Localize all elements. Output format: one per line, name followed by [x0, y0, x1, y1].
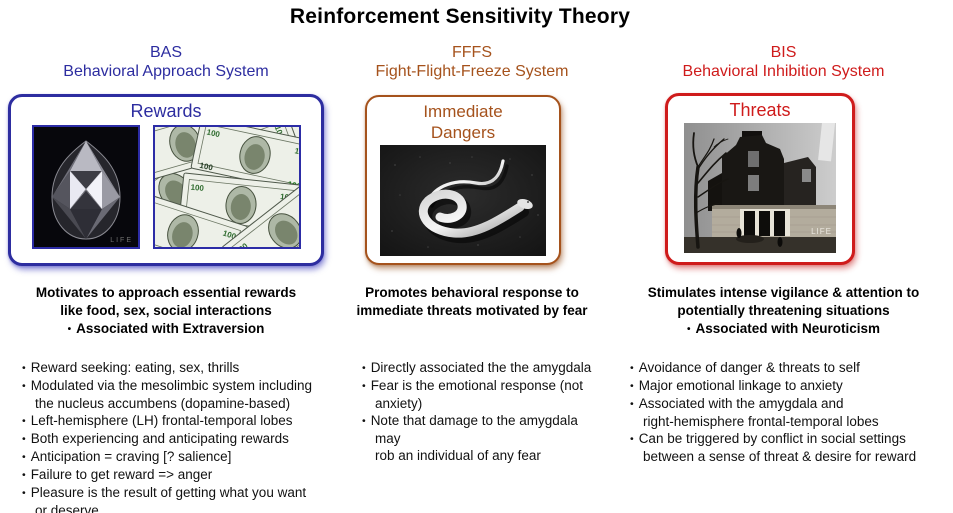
bullet-item: • Avoidance of danger & threats to self	[630, 359, 951, 377]
page-title: Reinforcement Sensitivity Theory	[289, 5, 631, 28]
bas-association: • Associated with Extraversion	[0, 321, 332, 336]
bas-bullet-list: • Reward seeking: eating, sex, thrills • Mo…	[0, 359, 332, 513]
bullet-dot: •	[630, 398, 634, 410]
bas-rewards-box: Rewards	[8, 94, 324, 266]
bullet-dot: •	[362, 415, 366, 427]
bas-acronym: BAS	[149, 44, 182, 61]
bis-summary-line1: Stimulates intense vigilance & attention…	[647, 285, 920, 300]
bis-association-text: Associated with Neuroticism	[695, 321, 881, 336]
bullet-dot: •	[686, 324, 691, 335]
bullet-dot: •	[630, 433, 634, 445]
bullet-item: • Failure to get reward => anger	[22, 466, 330, 484]
fffs-summary-line1: Promotes behavioral response to	[365, 285, 579, 300]
bas-system-name: Behavioral Approach System	[63, 63, 269, 80]
bullet-dot: •	[630, 362, 634, 374]
bullet-text: Associated with the amygdala and right-h…	[638, 396, 879, 429]
bis-association: • Associated with Neuroticism	[614, 321, 953, 336]
fffs-column: FFFS Fight-Flight-Freeze System Immediat…	[340, 0, 604, 513]
snake-image	[380, 145, 546, 256]
bas-header: BAS Behavioral Approach System	[0, 43, 332, 81]
bullet-text: Avoidance of danger & threats to self	[638, 360, 860, 375]
bas-summary-line1: Motivates to approach essential rewards	[35, 285, 297, 300]
bis-box-label: Threats	[729, 100, 791, 120]
bullet-item: • Anticipation = craving [? salience]	[22, 448, 330, 466]
fffs-acronym: FFFS	[452, 44, 492, 61]
bullet-item: • Note that damage to the amygdala may ro…	[362, 412, 604, 464]
fffs-bullet-list: • Directly associated the the amygdala • Fe…	[340, 359, 604, 464]
bas-images: LIFE 100 100 100	[11, 125, 321, 249]
bullet-item: • Fear is the emotional response (not anx…	[362, 377, 604, 412]
bullet-dot: •	[22, 451, 26, 463]
bullet-text: Both experiencing and anticipating rewar…	[30, 431, 289, 446]
bullet-dot: •	[22, 469, 26, 481]
fffs-system-name: Fight-Flight-Freeze System	[375, 63, 569, 80]
bullet-item: • Reward seeking: eating, sex, thrills	[22, 359, 330, 377]
bullet-item: • Modulated via the mesolimbic system inc…	[22, 377, 330, 412]
fffs-box-label: Immediate Dangers	[423, 102, 503, 142]
fffs-header: FFFS Fight-Flight-Freeze System	[340, 43, 604, 81]
bis-summary: Stimulates intense vigilance & attention…	[614, 284, 953, 320]
fffs-summary: Promotes behavioral response to immediat…	[340, 284, 604, 320]
bullet-dot: •	[22, 380, 26, 392]
bullet-dot: •	[67, 324, 72, 335]
house-image: LIFE	[684, 123, 836, 253]
bullet-text: Directly associated the the amygdala	[370, 360, 592, 375]
fffs-summary-line2: immediate threats motivated by fear	[356, 303, 588, 318]
bis-header: BIS Behavioral Inhibition System	[614, 43, 953, 81]
bullet-text: Can be triggered by conflict in social s…	[638, 431, 917, 464]
bullet-dot: •	[22, 415, 26, 427]
bullet-text: Major emotional linkage to anxiety	[638, 378, 843, 393]
bullet-item: • Both experiencing and anticipating rewa…	[22, 430, 330, 448]
bis-summary-line2: potentially threatening situations	[677, 303, 890, 318]
bis-column: BIS Behavioral Inhibition System Threats	[614, 0, 953, 513]
bullet-text: Failure to get reward => anger	[30, 467, 213, 482]
fffs-dangers-box: Immediate Dangers	[365, 95, 561, 265]
bis-system-name: Behavioral Inhibition System	[682, 63, 885, 80]
bullet-dot: •	[22, 487, 26, 499]
bullet-text: Note that damage to the amygdala may rob…	[370, 413, 578, 463]
bullet-item: • Major emotional linkage to anxiety	[630, 377, 951, 395]
bullet-item: • Directly associated the the amygdala	[362, 359, 604, 377]
bas-summary-line2: like food, sex, social interactions	[60, 303, 272, 318]
bullet-text: Left-hemisphere (LH) frontal-temporal lo…	[30, 413, 293, 428]
bullet-item: • Can be triggered by conflict in social …	[630, 430, 951, 465]
bullet-dot: •	[630, 380, 634, 392]
money-image: 100 100 100 100	[152, 125, 301, 249]
diamond-image: LIFE	[31, 125, 140, 249]
bullet-text: Reward seeking: eating, sex, thrills	[30, 360, 240, 375]
bas-association-text: Associated with Extraversion	[76, 321, 265, 336]
bullet-text: Anticipation = craving [? salience]	[30, 449, 232, 464]
bullet-text: Fear is the emotional response (not anxi…	[370, 378, 584, 411]
bullet-item: • Left-hemisphere (LH) frontal-temporal l…	[22, 412, 330, 430]
bas-column: BAS Behavioral Approach System Rewards	[0, 0, 332, 513]
bas-summary: Motivates to approach essential rewards …	[0, 284, 332, 320]
life-watermark: LIFE	[110, 237, 133, 244]
bullet-dot: •	[362, 380, 366, 392]
life-watermark: LIFE	[811, 227, 832, 236]
bis-acronym: BIS	[770, 44, 797, 61]
bullet-item: • Associated with the amygdala and right-…	[630, 395, 951, 430]
bis-bullet-list: • Avoidance of danger & threats to self • M…	[614, 359, 953, 465]
bis-threats-box: Threats	[665, 93, 855, 265]
bullet-dot: •	[362, 362, 366, 374]
bullet-dot: •	[22, 433, 26, 445]
bullet-text: Pleasure is the result of getting what y…	[30, 485, 307, 513]
bullet-dot: •	[22, 362, 26, 374]
bas-box-label: Rewards	[130, 101, 202, 121]
bullet-item: • Pleasure is the result of getting what …	[22, 484, 330, 513]
bullet-text: Modulated via the mesolimbic system incl…	[30, 378, 313, 411]
